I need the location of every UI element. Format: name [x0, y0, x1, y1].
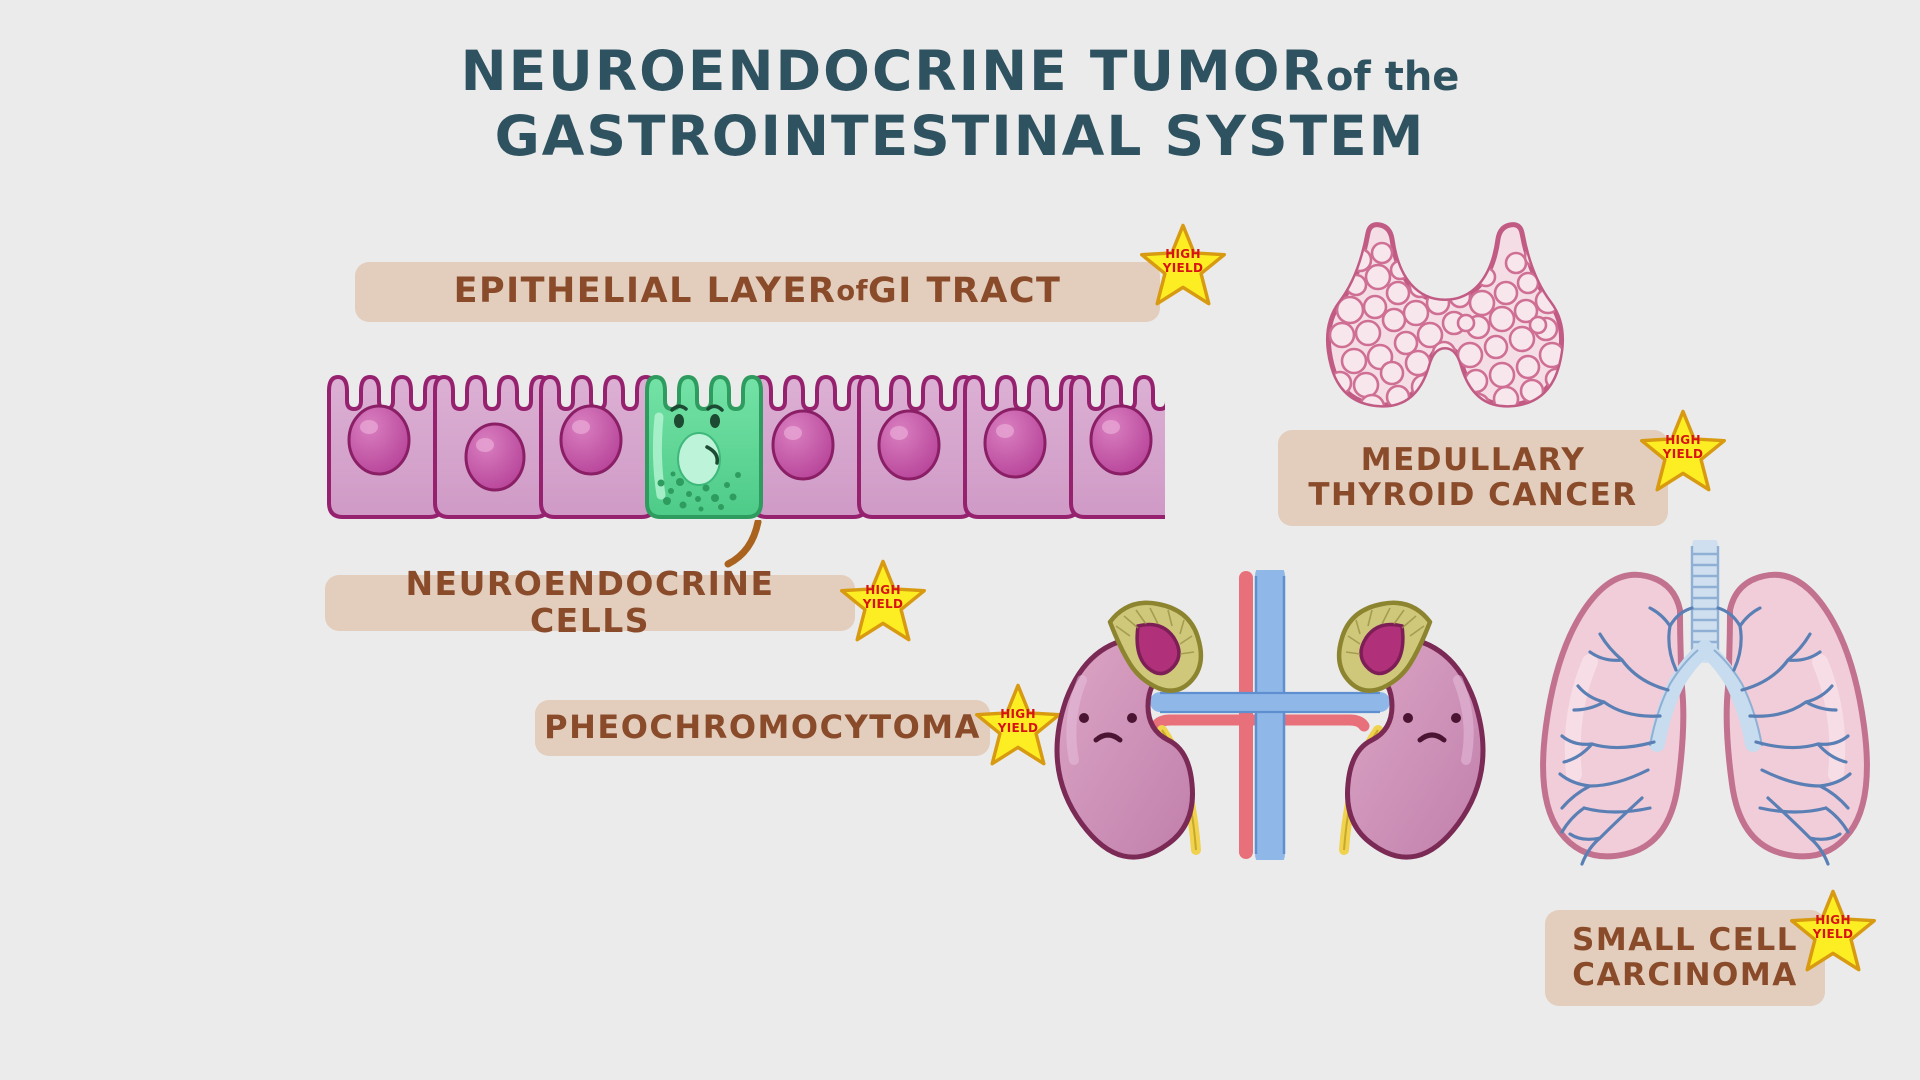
lung-left — [1540, 571, 1687, 860]
high-yield-line1: HIGH — [865, 583, 901, 598]
high-yield-text: HIGH YIELD — [1662, 433, 1704, 462]
high-yield-star-badge: HIGH YIELD — [1140, 222, 1226, 308]
title-line-2: GASTROINTESTINAL SYSTEM — [494, 104, 1426, 168]
star-icon — [1640, 409, 1726, 492]
lung-right — [1723, 571, 1870, 860]
star-icon — [1790, 889, 1876, 972]
high-yield-text: HIGH YIELD — [1812, 913, 1854, 942]
kidney-face-right — [1403, 713, 1461, 743]
high-yield-line1: HIGH — [1665, 433, 1701, 448]
thyroid-gland-illustration — [1320, 215, 1570, 420]
label-medullary-thyroid-cancer: MEDULLARY THYROID CANCER — [1278, 430, 1668, 526]
trachea — [1690, 533, 1720, 663]
label-neuroendocrine-cells: NEUROENDOCRINE CELLS — [325, 565, 855, 639]
aorta — [1150, 571, 1370, 859]
high-yield-text: HIGH YIELD — [997, 707, 1039, 736]
bronchial-tree — [1558, 606, 1694, 866]
inferior-vena-cava — [1150, 561, 1390, 869]
thyroid-svg — [1325, 222, 1565, 408]
high-yield-star-badge: HIGH YIELD — [1640, 408, 1726, 494]
adrenal-gland-left — [1107, 600, 1204, 693]
high-yield-line2: YIELD — [1162, 261, 1204, 275]
kidneys-adrenal-glands-illustration — [1050, 561, 1490, 869]
high-yield-line2: YIELD — [1812, 927, 1854, 941]
title-line-1: NEUROENDOCRINE TUMORof the — [0, 44, 1920, 99]
high-yield-line1: HIGH — [1815, 913, 1851, 928]
kidneys-svg — [1054, 561, 1486, 869]
neuroendocrine-cell — [645, 375, 763, 519]
label-small-cell-carcinoma: SMALL CELL CARCINOMA — [1545, 910, 1825, 1006]
high-yield-line1: HIGH — [1000, 707, 1036, 722]
bronchial-tree — [1716, 606, 1852, 866]
high-yield-star-badge: HIGH YIELD — [1790, 888, 1876, 974]
label-smallcell-line1: SMALL CELL — [1572, 922, 1798, 959]
label-pheochromocytoma: PHEOCHROMOCYTOMA — [535, 700, 990, 756]
bronchi — [1649, 640, 1761, 752]
high-yield-line2: YIELD — [862, 597, 904, 611]
star-icon — [1140, 223, 1226, 306]
pointer-curve — [700, 518, 780, 600]
label-epithelial-tail: GI TRACT — [868, 271, 1062, 312]
lungs-illustration — [1530, 533, 1880, 890]
label-epithelial-small: of — [836, 275, 869, 307]
label-smallcell-line2: CARCINOMA — [1572, 957, 1798, 993]
high-yield-star-badge: HIGH YIELD — [840, 558, 926, 644]
epithelial-layer-illustration — [325, 345, 1187, 545]
label-thyroid-line2: THYROID CANCER — [1308, 477, 1638, 513]
cell-nucleus — [771, 409, 835, 481]
epithelium-svg — [327, 375, 1187, 519]
secretory-granules — [657, 471, 741, 512]
star-icon — [975, 683, 1061, 766]
high-yield-line1: HIGH — [1165, 247, 1201, 262]
page-title: NEUROENDOCRINE TUMORof the GASTROINTESTI… — [0, 44, 1920, 164]
title-main-text: NEUROENDOCRINE TUMOR — [460, 39, 1326, 103]
high-yield-star-badge: HIGH YIELD — [975, 682, 1061, 768]
high-yield-line2: YIELD — [1662, 447, 1704, 461]
lungs-svg — [1540, 533, 1870, 866]
neuroendocrine-cell-face — [670, 404, 724, 486]
star-icon — [840, 559, 926, 642]
label-epithelial-main: EPITHELIAL LAYER — [453, 271, 837, 312]
label-thyroid-line1: MEDULLARY — [1360, 442, 1586, 479]
cell-nucleus — [1089, 404, 1153, 476]
high-yield-line2: YIELD — [997, 721, 1039, 735]
title-small-text: of the — [1325, 54, 1460, 100]
adrenal-gland-right — [1336, 600, 1433, 693]
pointer-curve-icon — [724, 518, 762, 568]
cell-nucleus — [983, 407, 1047, 479]
cell-nucleus — [877, 409, 941, 481]
cell-nucleus — [464, 422, 526, 492]
cell-nucleus — [347, 404, 411, 476]
cell-nucleus — [559, 404, 623, 476]
high-yield-text: HIGH YIELD — [862, 583, 904, 612]
kidney-face-left — [1079, 713, 1137, 743]
high-yield-text: HIGH YIELD — [1162, 247, 1204, 276]
